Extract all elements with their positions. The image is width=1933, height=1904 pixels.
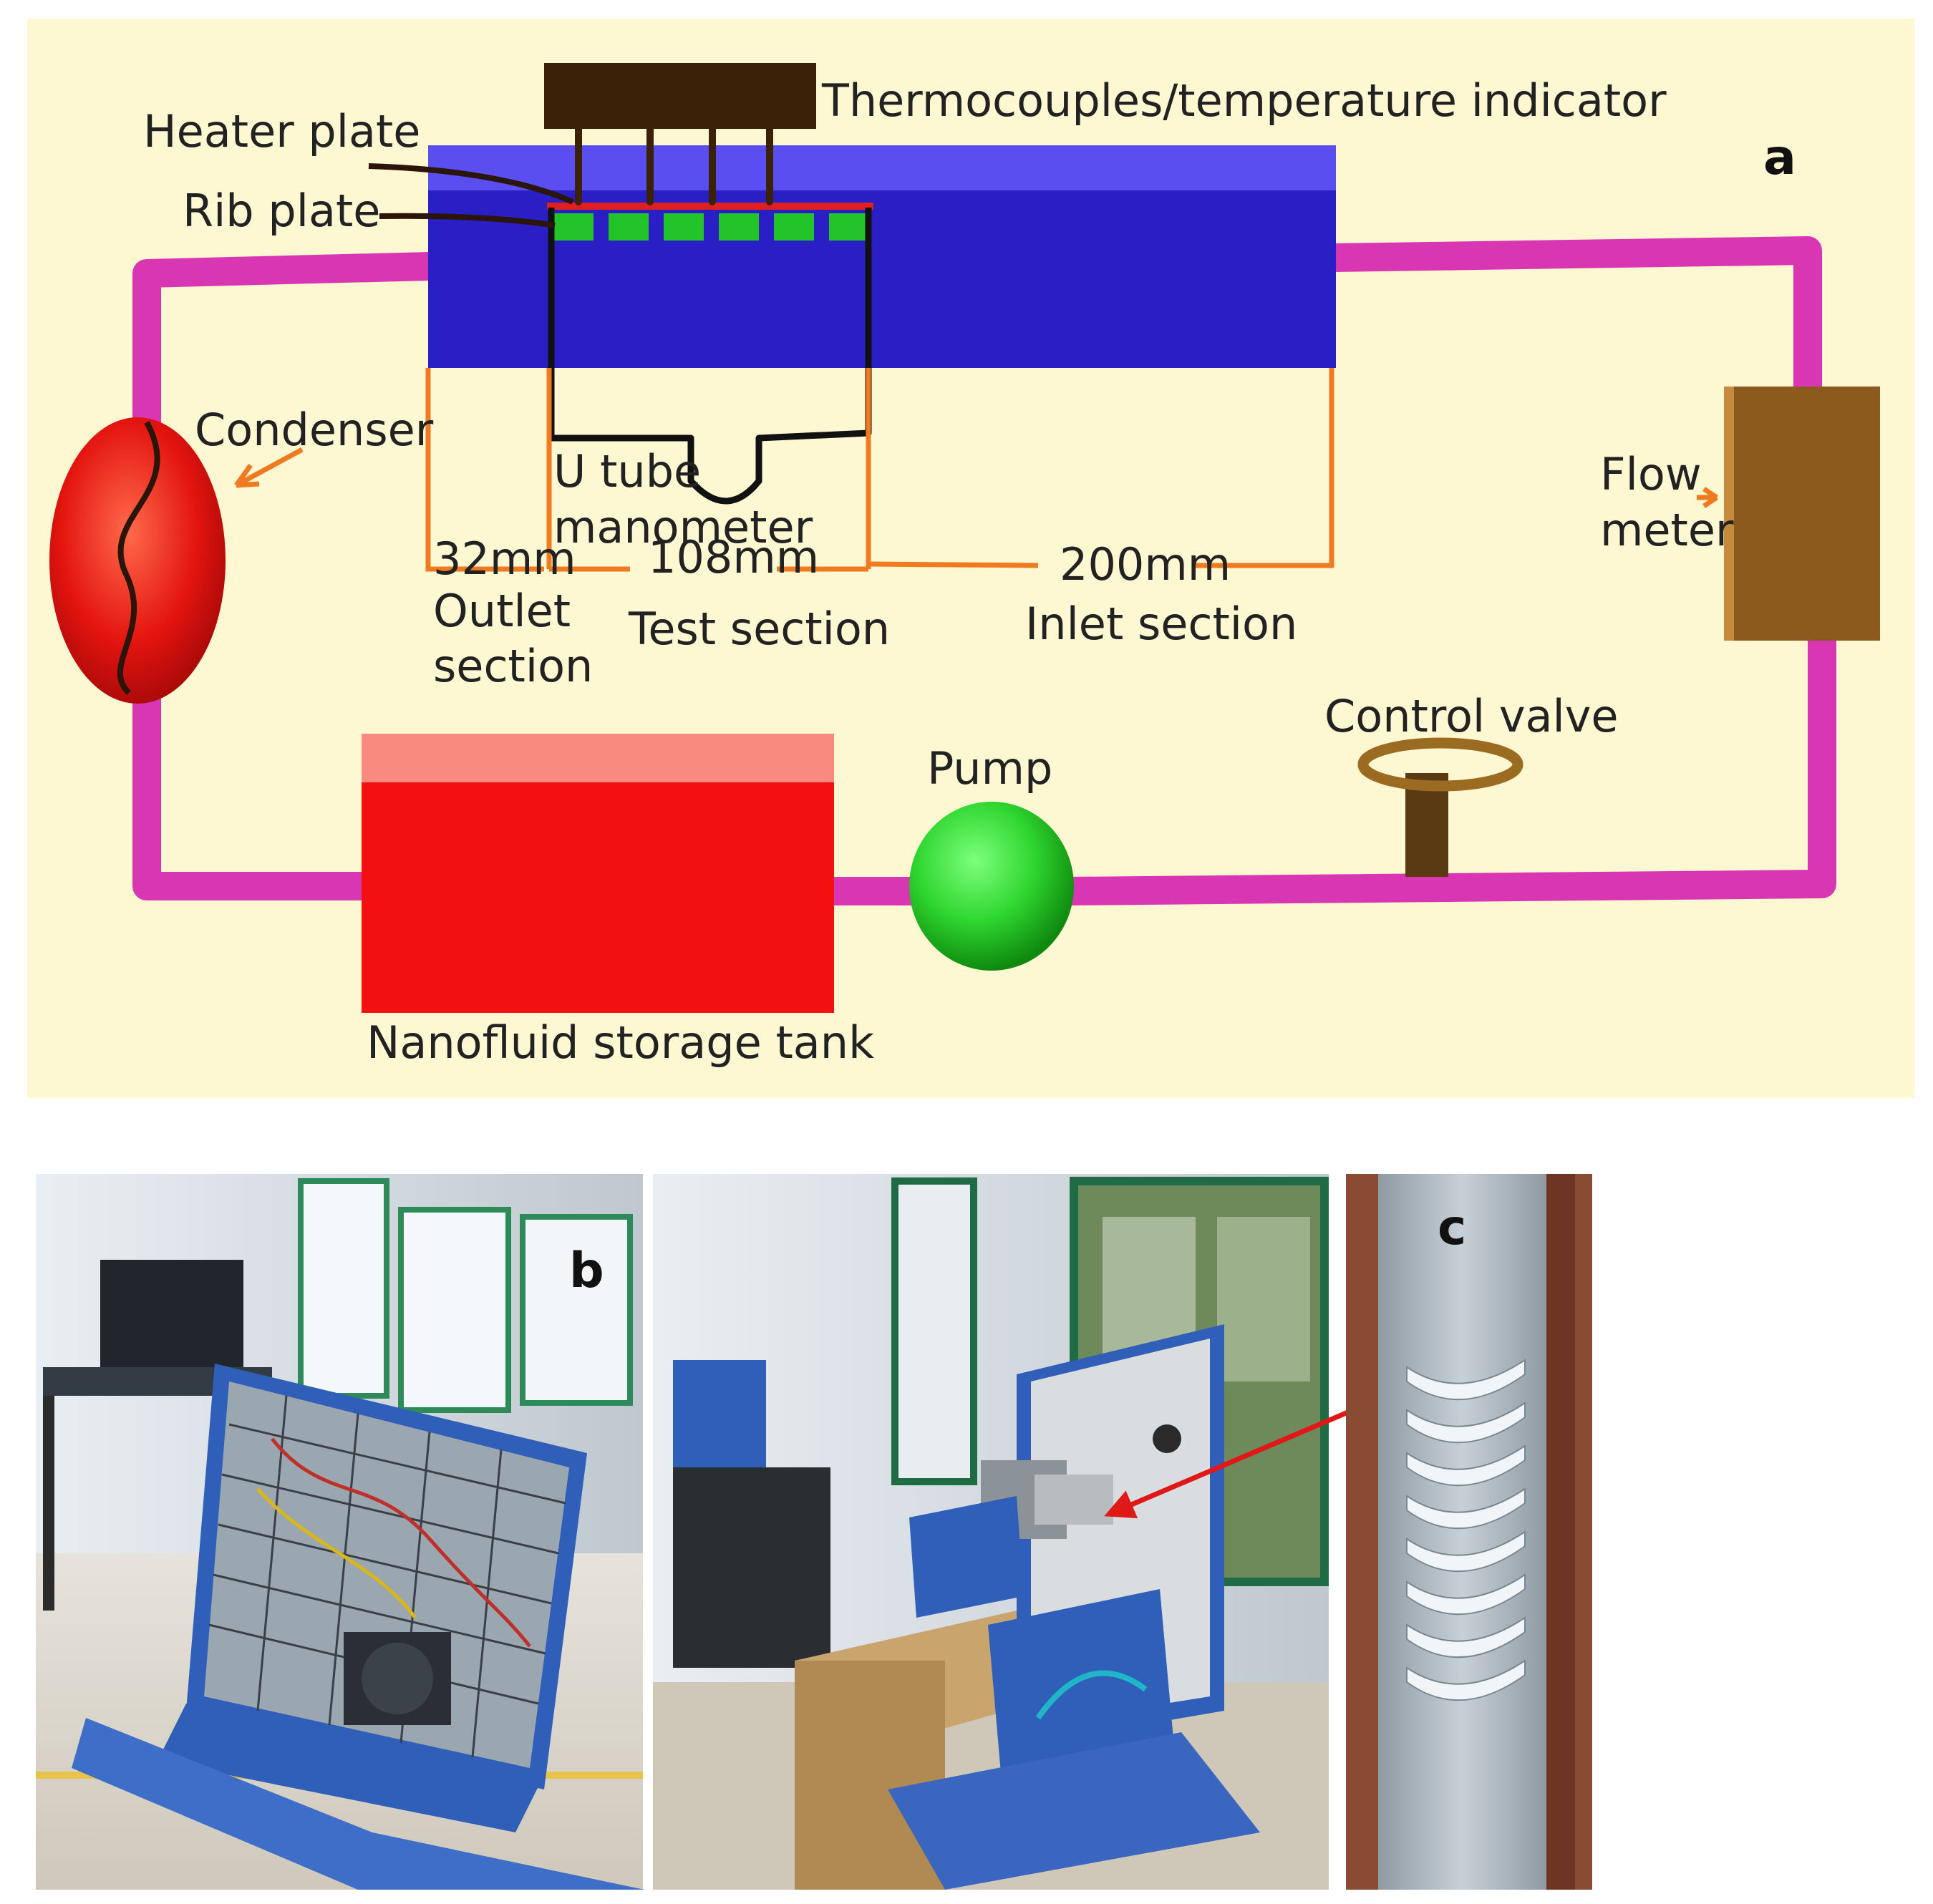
channel-top-face	[428, 145, 1336, 192]
thermocouples-label: Thermocouples/temperature indicator	[821, 74, 1667, 127]
outlet-section-label-line2: section	[433, 640, 593, 692]
control-valve-label: Control valve	[1324, 690, 1619, 742]
condenser-label: Condenser	[195, 404, 434, 456]
thermocouple-wires	[575, 125, 773, 205]
heater-plate	[547, 203, 873, 210]
rib-plate	[553, 213, 869, 241]
nanofluid-storage-tank	[362, 782, 834, 1013]
panel-letter-b: b	[569, 1243, 604, 1299]
dimension-outlet-label: 32mm	[433, 533, 576, 585]
photo-rig-front-view	[653, 1174, 1405, 1890]
rib-plate-label: Rib plate	[183, 185, 380, 237]
condenser-coil	[117, 421, 160, 695]
panel-letter-c: c	[1438, 1200, 1466, 1256]
u-tube-label-line2: manometer	[553, 501, 813, 553]
temperature-indicator	[544, 63, 816, 129]
dimension-test-label: 108mm	[648, 531, 819, 583]
flow-meter-label-line2: meter	[1600, 504, 1734, 556]
pump	[909, 802, 1074, 971]
control-valve	[1357, 737, 1523, 877]
condenser	[49, 417, 226, 704]
outlet-section-label-line1: Outlet	[433, 585, 571, 637]
panel-a-schematic: Thermocouples/temperature indicator Heat…	[27, 19, 1914, 1098]
pump-label: Pump	[927, 742, 1052, 795]
test-section-label: Test section	[628, 603, 890, 655]
storage-tank-top	[362, 734, 834, 784]
flow-meter-edge	[1724, 387, 1734, 641]
flow-meter	[1724, 387, 1880, 641]
photo-ribbed-plate-closeup: c	[1346, 1174, 1592, 1890]
heater-plate-label: Heater plate	[143, 105, 420, 157]
dimension-lines	[234, 368, 1718, 572]
inlet-section-label: Inlet section	[1025, 598, 1297, 650]
storage-tank-label: Nanofluid storage tank	[367, 1016, 874, 1069]
flow-meter-label-line1: Flow	[1600, 448, 1702, 500]
dimension-inlet-label: 200mm	[1060, 538, 1231, 591]
heater-plate-leader	[368, 163, 574, 205]
panel-letter-a: a	[1763, 130, 1796, 186]
u-tube-label-line1: U tube	[553, 445, 701, 497]
pipe-loop	[132, 236, 1836, 905]
u-tube-manometer	[548, 208, 872, 505]
rib-plate-leader	[379, 213, 556, 228]
photo-rig-rear-view: b	[36, 1174, 644, 1890]
